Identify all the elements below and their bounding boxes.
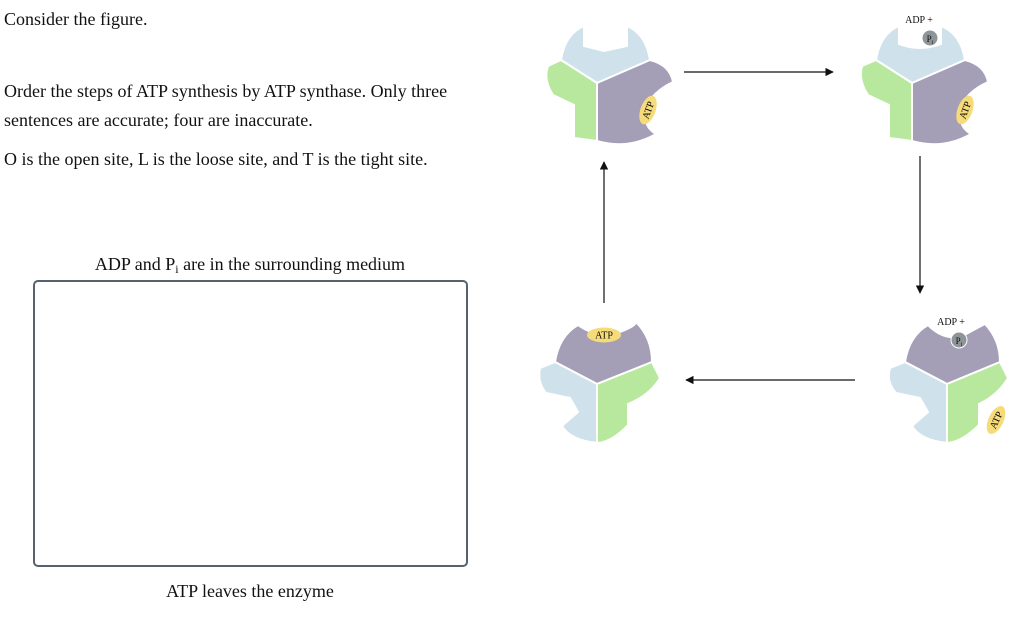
enzyme-state-1: ATP (545, 24, 675, 146)
bottom-label: ATP leaves the enzyme (166, 581, 334, 601)
top-label-subscript: i (175, 262, 179, 276)
enzyme-state-2: Pi ADP + ATP (859, 15, 990, 146)
enzyme-state-3: ATP (538, 319, 662, 445)
question-text: Order the steps of ATP synthesis by ATP … (4, 77, 504, 174)
adp-label: ADP + (937, 317, 965, 328)
phosphate-label: Pi (927, 34, 934, 46)
answer-drop-zone[interactable] (33, 280, 468, 567)
top-label-prefix: ADP and P (94, 254, 176, 274)
phosphate-label: Pi (956, 336, 963, 348)
top-label: ADP and Pi are in the surrounding medium (33, 250, 467, 279)
question-line-2: O is the open site, L is the loose site,… (4, 149, 428, 169)
top-label-suffix: are in the surrounding medium (178, 254, 406, 274)
enzyme-state-4: Pi ADP + ATP (887, 317, 1010, 445)
adp-label: ADP + (905, 15, 933, 26)
intro-text: Consider the figure. (4, 9, 148, 29)
question-line-1: Order the steps of ATP synthesis by ATP … (4, 81, 448, 130)
atp-label: ATP (595, 331, 613, 342)
